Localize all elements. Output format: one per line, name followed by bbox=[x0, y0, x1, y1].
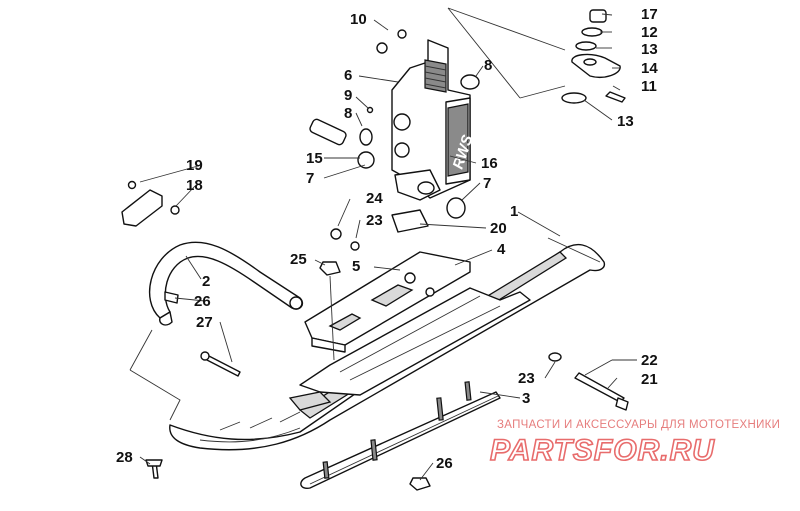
callout-11: 11 bbox=[641, 78, 657, 95]
callout-15: 15 bbox=[306, 150, 323, 167]
callout-14: 14 bbox=[641, 60, 658, 77]
callout-22: 22 bbox=[641, 352, 658, 369]
callout-4: 4 bbox=[497, 241, 506, 258]
ski-handle-part-2 bbox=[148, 241, 304, 326]
callout-5: 5 bbox=[352, 258, 360, 275]
callout-23b: 23 bbox=[518, 370, 535, 387]
watermark-tagline: ЗАПЧАСТИ И АКСЕССУАРЫ ДЛЯ МОТОТЕХНИКИ bbox=[497, 419, 780, 431]
callout-18: 18 bbox=[186, 177, 203, 194]
callout-10: 10 bbox=[350, 11, 367, 28]
callout-13a: 13 bbox=[641, 41, 658, 58]
callout-2: 2 bbox=[202, 273, 210, 290]
callout-26b: 26 bbox=[436, 455, 453, 472]
callout-25: 25 bbox=[290, 251, 307, 268]
watermark: ЗАПЧАСТИ И АКСЕССУАРЫ ДЛЯ МОТОТЕХНИКИ PA… bbox=[489, 419, 780, 468]
callout-20: 20 bbox=[490, 220, 507, 237]
callout-23a: 23 bbox=[366, 212, 383, 229]
callout-19: 19 bbox=[186, 157, 203, 174]
spindle-part-16: RWS bbox=[391, 39, 477, 201]
spindle-bolt bbox=[548, 352, 629, 411]
callout-27: 27 bbox=[196, 314, 213, 331]
callout-6: 6 bbox=[344, 67, 352, 84]
wear-bar-part-3 bbox=[300, 381, 501, 490]
callout-17: 17 bbox=[641, 6, 658, 23]
callout-13b: 13 bbox=[617, 113, 634, 130]
callout-16: 16 bbox=[481, 155, 498, 172]
callout-8b: 8 bbox=[344, 105, 352, 122]
callout-26a: 26 bbox=[194, 293, 211, 310]
callout-28: 28 bbox=[116, 449, 133, 466]
callout-leaders bbox=[139, 13, 637, 481]
callout-12: 12 bbox=[641, 24, 658, 41]
callout-24: 24 bbox=[366, 190, 383, 207]
callout-8a: 8 bbox=[484, 57, 492, 74]
bracket-part-19 bbox=[121, 180, 180, 227]
callout-21: 21 bbox=[641, 371, 658, 388]
callout-numbers: 1 2 3 4 5 6 7 7 8 8 9 10 11 12 13 13 14 … bbox=[116, 6, 658, 472]
callout-7a: 7 bbox=[306, 170, 314, 187]
watermark-logo: PARTSFOR.RU bbox=[490, 434, 715, 467]
saddle-part-4 bbox=[288, 251, 531, 411]
callout-9: 9 bbox=[344, 87, 352, 104]
lower-fasteners bbox=[129, 291, 431, 491]
callout-1: 1 bbox=[510, 203, 518, 220]
steering-arm-assembly bbox=[447, 7, 626, 104]
callout-7b: 7 bbox=[483, 175, 491, 192]
spindle-bushings bbox=[309, 29, 480, 361]
callout-3: 3 bbox=[522, 390, 530, 407]
